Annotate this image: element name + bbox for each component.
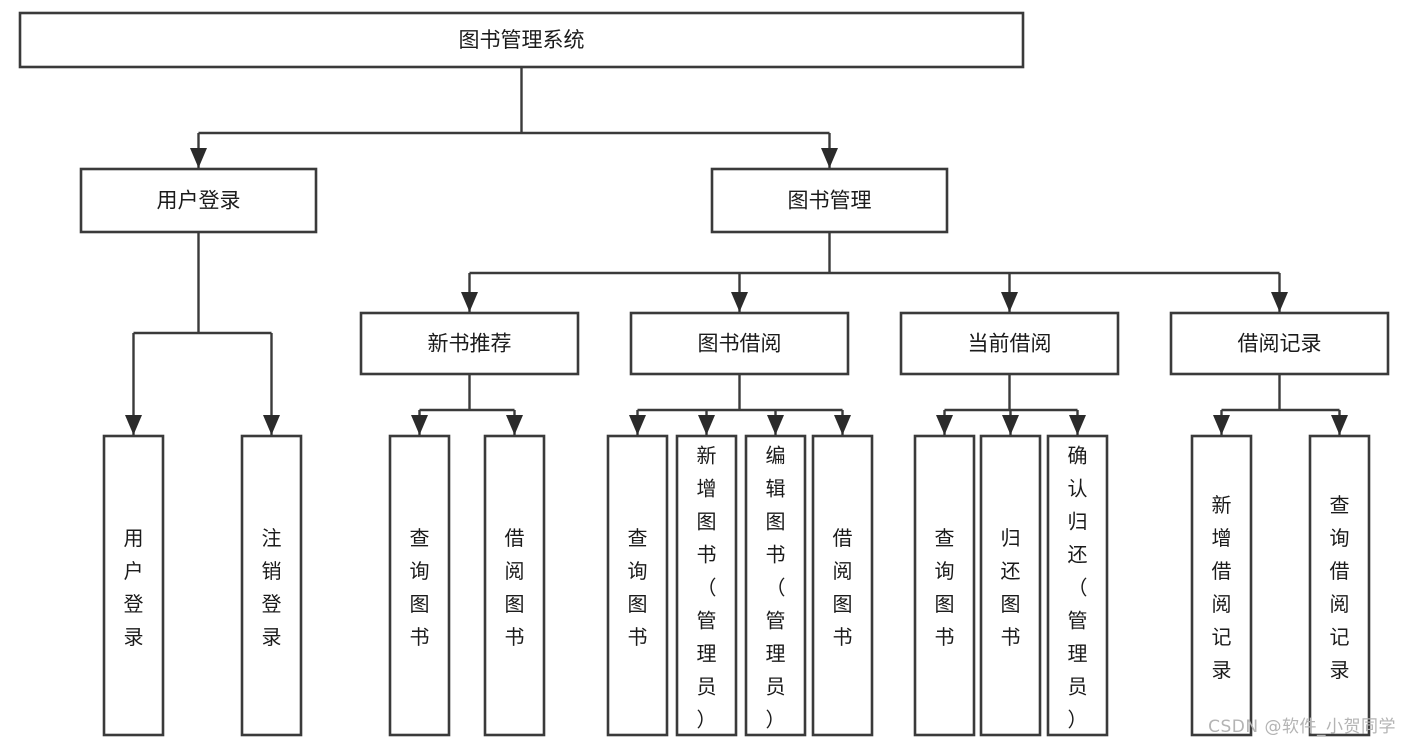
connectors-layer	[125, 67, 1348, 435]
arrow-head-icon	[411, 415, 428, 435]
node-l-borrow-book-rec[interactable]: 借阅图书	[483, 434, 546, 737]
node-root[interactable]: 图书管理系统	[18, 11, 1025, 69]
arrow-head-icon	[629, 415, 646, 435]
node-box	[79, 167, 318, 234]
node-label: 新书推荐	[428, 332, 512, 356]
node-box	[606, 434, 669, 737]
arrow-head-icon	[1069, 415, 1086, 435]
node-label: 查询图书	[935, 526, 955, 649]
node-n-book-manage[interactable]: 图书管理	[710, 167, 949, 234]
node-label: 用户登录	[157, 189, 241, 213]
node-label: 图书管理	[788, 189, 872, 213]
node-label: 归还图书	[1001, 526, 1021, 649]
arrow-head-icon	[731, 292, 748, 312]
node-label: 借阅图书	[505, 526, 525, 649]
arrow-head-icon	[125, 415, 142, 435]
node-box	[240, 434, 303, 737]
arrow-head-icon	[1001, 292, 1018, 312]
nodes-layer: 图书管理系统用户登录图书管理新书推荐图书借阅当前借阅借阅记录用户登录注销登录查询…	[18, 11, 1390, 737]
node-box	[744, 434, 807, 737]
node-box	[979, 434, 1042, 737]
node-l-user-login[interactable]: 用户登录	[102, 434, 165, 737]
node-box	[102, 434, 165, 737]
node-l-borrow-book-b[interactable]: 借阅图书	[811, 434, 874, 737]
node-box	[483, 434, 546, 737]
node-l-confirm-return[interactable]: 确认归还（管理员）	[1046, 434, 1109, 737]
node-label: 当前借阅	[968, 332, 1052, 356]
node-label: 新增图书（管理员）	[697, 444, 717, 732]
node-box	[1046, 434, 1109, 737]
node-n-new-book-rec[interactable]: 新书推荐	[359, 311, 580, 376]
arrow-head-icon	[698, 415, 715, 435]
node-box	[1308, 434, 1371, 737]
arrow-head-icon	[821, 148, 838, 168]
node-l-query-book-c[interactable]: 查询图书	[913, 434, 976, 737]
node-l-query-book-rec[interactable]: 查询图书	[388, 434, 451, 737]
node-box	[913, 434, 976, 737]
arrow-head-icon	[506, 415, 523, 435]
node-l-edit-book[interactable]: 编辑图书（管理员）	[744, 434, 807, 737]
arrow-head-icon	[936, 415, 953, 435]
node-label: 用户登录	[124, 526, 144, 649]
arrow-head-icon	[1213, 415, 1230, 435]
node-label: 新增借阅记录	[1212, 493, 1232, 682]
node-box	[710, 167, 949, 234]
node-l-query-book-b[interactable]: 查询图书	[606, 434, 669, 737]
arrow-head-icon	[834, 415, 851, 435]
node-box	[18, 11, 1025, 69]
node-l-query-record[interactable]: 查询借阅记录	[1308, 434, 1371, 737]
node-n-current-borrow[interactable]: 当前借阅	[899, 311, 1120, 376]
node-label: 图书借阅	[698, 332, 782, 356]
node-box	[388, 434, 451, 737]
node-label: 编辑图书（管理员）	[766, 444, 786, 732]
node-label: 查询借阅记录	[1330, 493, 1350, 682]
arrow-head-icon	[190, 148, 207, 168]
node-label: 查询图书	[628, 526, 648, 649]
node-label: 借阅图书	[833, 526, 853, 649]
node-box	[899, 311, 1120, 376]
node-n-user-login[interactable]: 用户登录	[79, 167, 318, 234]
node-label: 图书管理系统	[459, 28, 585, 52]
arrow-head-icon	[1002, 415, 1019, 435]
node-l-add-record[interactable]: 新增借阅记录	[1190, 434, 1253, 737]
node-l-user-logout[interactable]: 注销登录	[240, 434, 303, 737]
node-n-borrow-record[interactable]: 借阅记录	[1169, 311, 1390, 376]
node-label: 查询图书	[410, 526, 430, 649]
csdn-watermark: CSDN @软件_小贺同学	[1208, 717, 1396, 737]
arrow-head-icon	[1271, 292, 1288, 312]
arrow-head-icon	[461, 292, 478, 312]
node-box	[1169, 311, 1390, 376]
node-box	[811, 434, 874, 737]
arrow-head-icon	[767, 415, 784, 435]
node-label: 借阅记录	[1238, 332, 1322, 356]
node-box	[629, 311, 850, 376]
node-box	[675, 434, 738, 737]
node-l-return-book[interactable]: 归还图书	[979, 434, 1042, 737]
arrow-head-icon	[263, 415, 280, 435]
node-label: 确认归还（管理员）	[1068, 444, 1088, 732]
node-box	[1190, 434, 1253, 737]
node-l-add-book[interactable]: 新增图书（管理员）	[675, 434, 738, 737]
node-n-book-borrow[interactable]: 图书借阅	[629, 311, 850, 376]
node-label: 注销登录	[262, 526, 282, 649]
node-box	[359, 311, 580, 376]
arrow-head-icon	[1331, 415, 1348, 435]
